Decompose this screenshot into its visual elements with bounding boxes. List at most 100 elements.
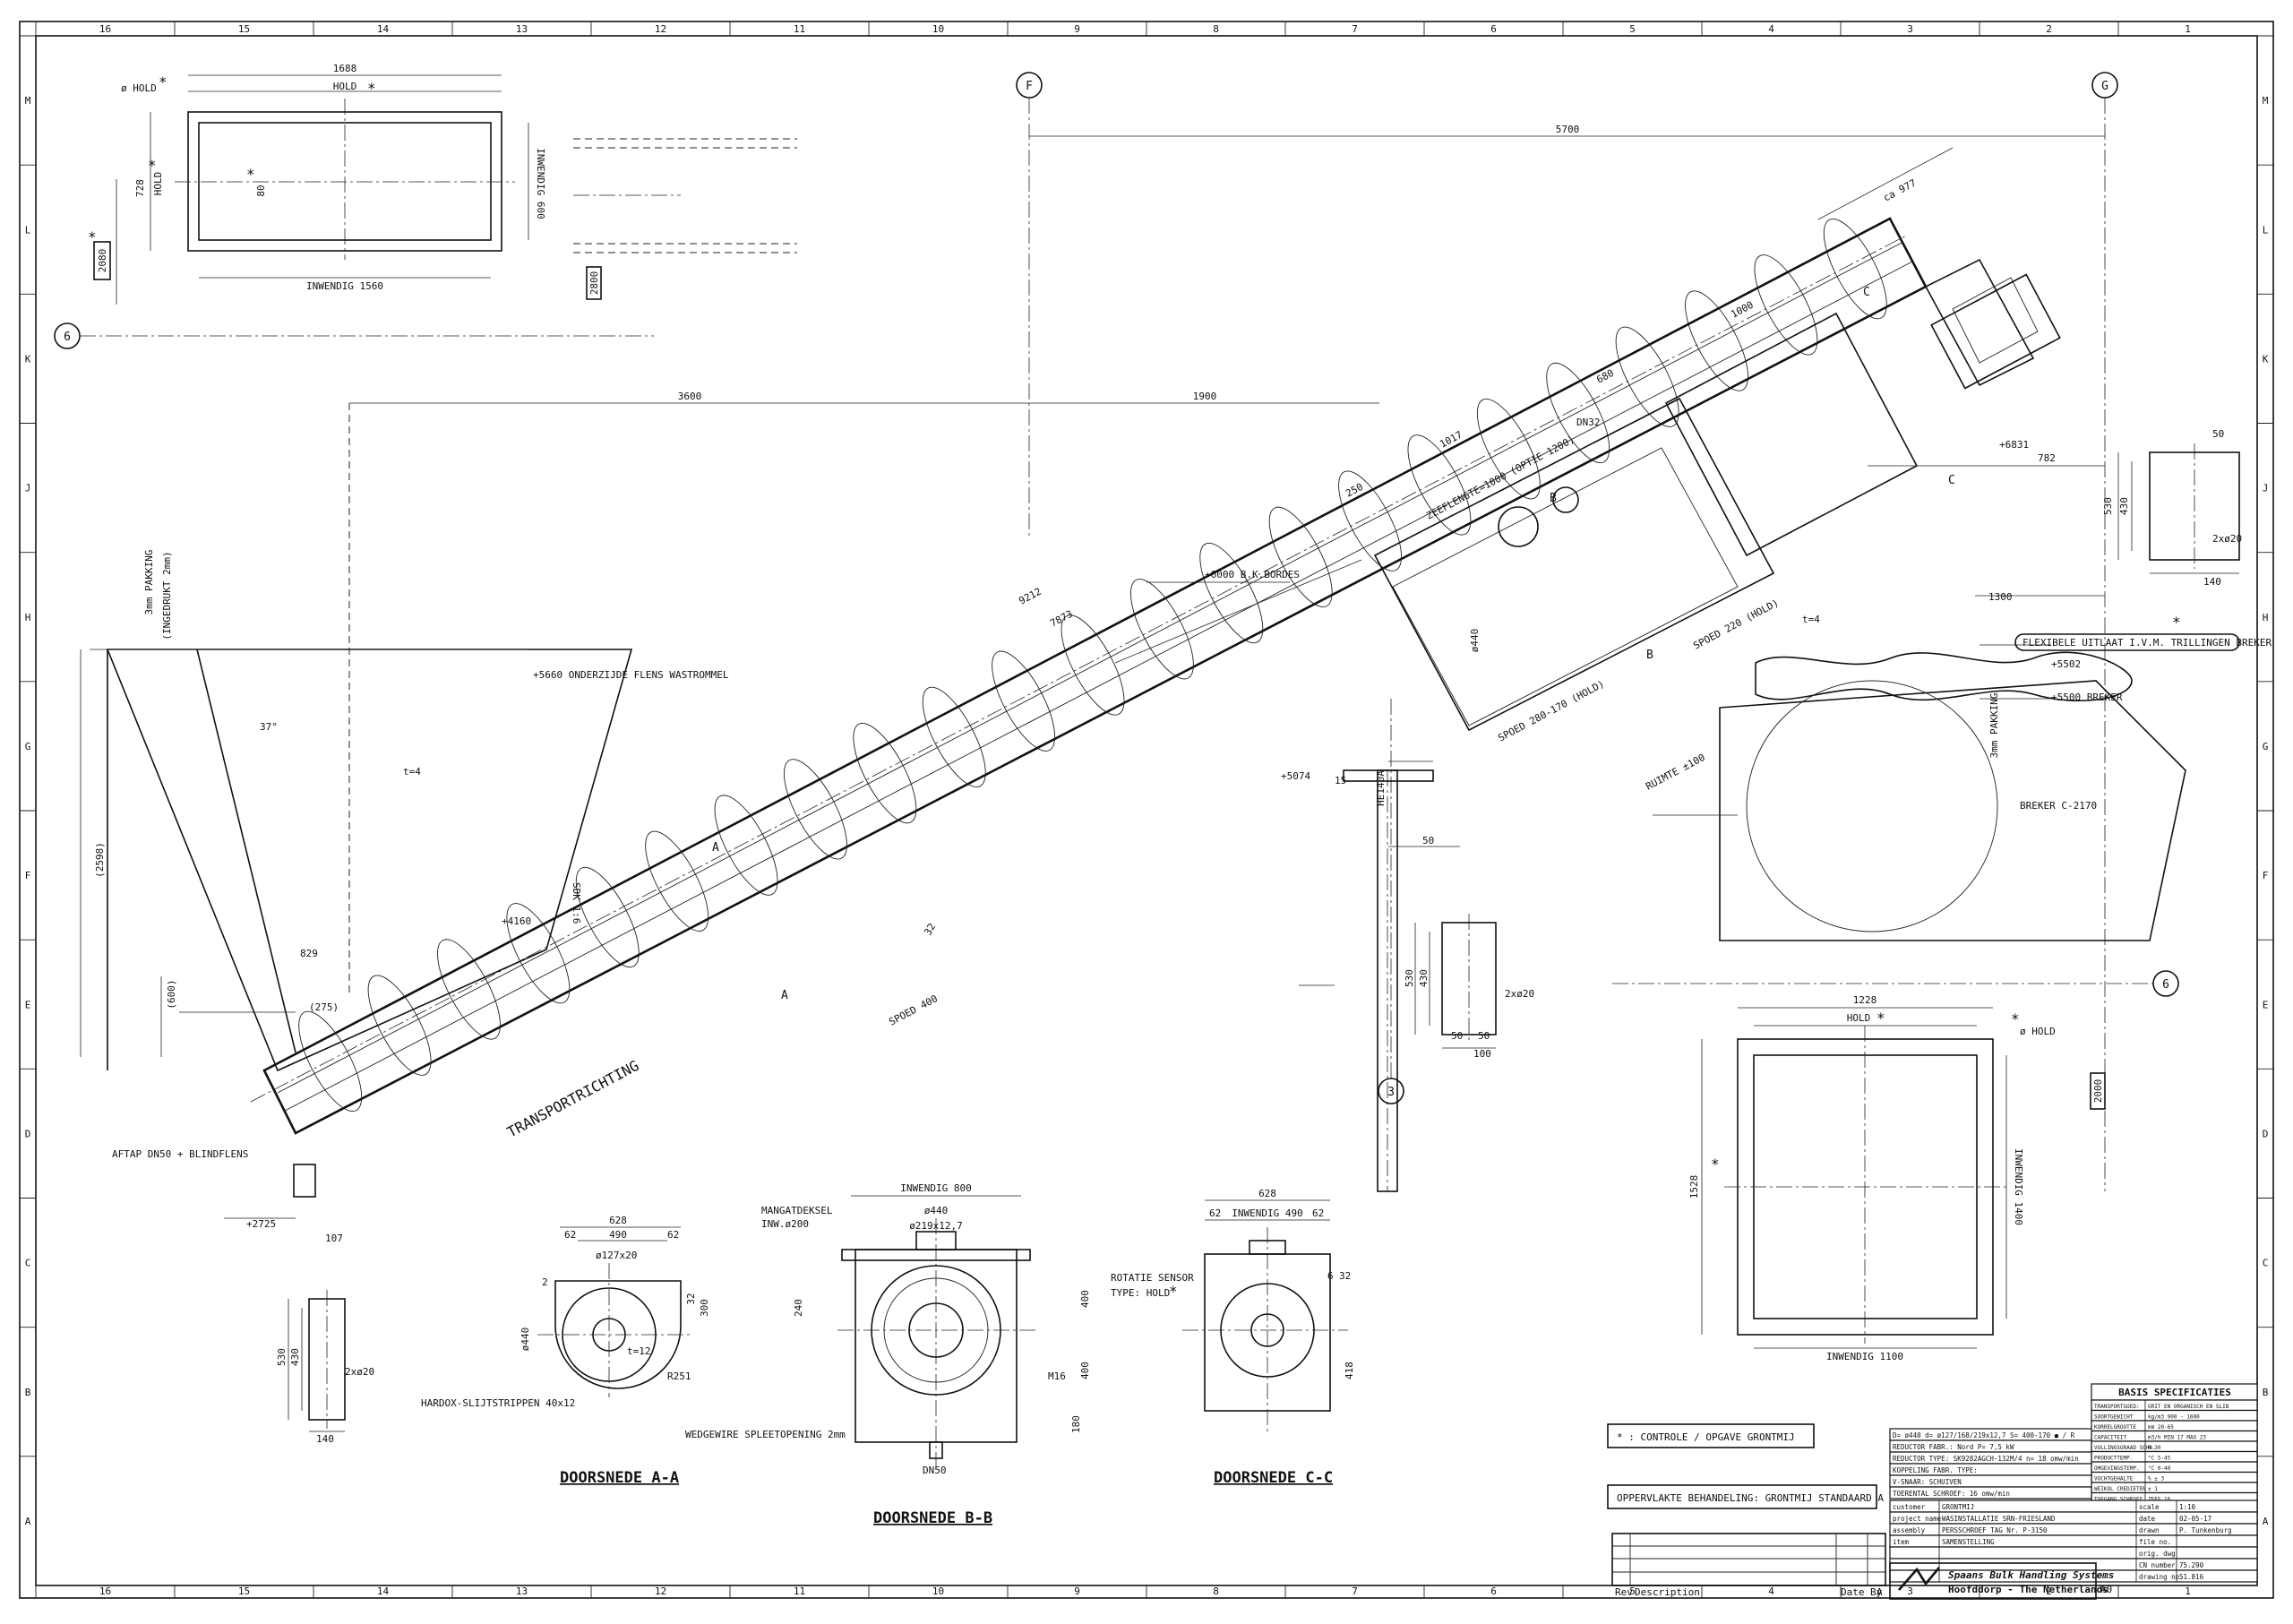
flexibele-label: FLEXIBELE UITLAAT I.V.M. TRILLINGEN BREK… (2022, 637, 2272, 649)
section-mark-c-bottom: C (1948, 474, 1955, 487)
outlet-dim-2000: 2000 (2092, 1079, 2104, 1104)
dim-1300: 1300 (1988, 591, 2013, 603)
grid-marker-6-right-label: 6 (2162, 978, 2169, 992)
screw-flight (1268, 506, 1333, 608)
cc-d628: 628 (1258, 1188, 1276, 1199)
inwendig-1560: INWENDIG 1560 (306, 280, 383, 292)
spoed-220: SPOED 220 (HOLD) (1691, 597, 1781, 651)
screw-conveyor-main (80, 135, 2186, 1219)
spec-row-value: % ± 3 (2148, 1476, 2164, 1482)
drive-spec-text: REDUCTOR TYPE: SK9282AGCH-132M/4 n= 18 o… (1893, 1455, 2079, 1463)
dim-15: 15 (1335, 775, 1346, 786)
level-2725: +2725 (246, 1218, 276, 1230)
bb-d440: ø440 (924, 1205, 949, 1216)
dn32-label: DN32 (1576, 417, 1601, 428)
pakking-3mm: 3mm PAKKING (143, 550, 155, 615)
company-location: Hoofddorp - The Netherlands (1948, 1584, 2108, 1595)
border-left-letter: G (25, 741, 31, 752)
company-name: Spaans Bulk Handling Systems (1948, 1569, 2114, 1581)
cc-inwendig-490: INWENDIG 490 (1232, 1207, 1302, 1219)
hold-vertical: HOLD (152, 172, 164, 196)
dim-275: (275) (309, 1001, 339, 1013)
aa-d62a: 62 (564, 1229, 576, 1241)
screw-flight (1615, 326, 1679, 427)
screw-flight (437, 939, 501, 1040)
dim-782: 782 (2038, 452, 2056, 464)
bb-wedgewire: WEDGEWIRE SPLEETOPENING 2mm (685, 1429, 846, 1440)
spec-row-value: mm 20-65 (2148, 1424, 2174, 1431)
outlet-dim-1228: 1228 (1853, 994, 1877, 1006)
level-6000: +6000 B.K.BORDES (1205, 569, 1300, 580)
drain-dn50 (293, 1164, 316, 1198)
info-key-right: drawn (2139, 1526, 2160, 1534)
sdk-label: SDK 1:6 (571, 882, 582, 924)
company-block (1889, 1562, 2097, 1600)
dim-32: 32 (922, 922, 938, 938)
info-key-right: file no. (2139, 1538, 2171, 1546)
grid-marker-6-left: 6 (54, 322, 654, 349)
border-top-number: 9 (1074, 23, 1080, 35)
manhole (1498, 506, 1539, 547)
dim-440: ø440 (1469, 629, 1481, 653)
bb-inw-200: INW.ø200 (761, 1218, 809, 1230)
border-bottom-number: 1 (2185, 1585, 2191, 1597)
spec-row-label: SOORTGEWICHT (2094, 1414, 2134, 1421)
border-bottom-number: 5 (1629, 1585, 1636, 1597)
description-label: Description (1635, 1586, 1700, 1598)
notes: * : CONTROLE / OPGAVE GRONTMIJ OPPERVLAK… (1607, 1423, 1884, 1509)
inlet-flange-detail: 1688 HOLD * ø HOLD * INWENDIG 1560 INWEN… (88, 63, 797, 305)
breaker-c2170 (1719, 680, 2186, 941)
border-top-number: 5 (1629, 23, 1636, 35)
border-bottom-number: 10 (932, 1585, 944, 1597)
info-value: WASINSTALLATIE SRN-FRIESLAND (1942, 1515, 2056, 1523)
bb-d400a: 400 (1079, 1290, 1091, 1308)
border-top-number: 14 (377, 23, 390, 35)
breker-label: BREKER C-2170 (2020, 800, 2097, 812)
dim-1000: 1000 (1729, 299, 1756, 321)
cc-star: * (1169, 1283, 1178, 1300)
star-flex: * (2172, 614, 2181, 631)
section-mark-b-top: B (1550, 492, 1557, 505)
dim-680: 680 (1594, 367, 1616, 386)
level-4160: +4160 (502, 915, 531, 927)
info-value: SAMENSTELLING (1942, 1538, 1995, 1546)
screw-flight (1546, 362, 1610, 464)
screw-flight (992, 650, 1056, 752)
spec-row-label: VULLINGSGRAAD SCHR. (2094, 1445, 2156, 1451)
cc-type: TYPE: HOLD (1111, 1287, 1170, 1299)
cc-d418: 418 (1344, 1362, 1355, 1379)
dim-1017: 1017 (1438, 429, 1464, 451)
info-value: PERSSCHROEF TAG Nr. P-3150 (1942, 1526, 2048, 1534)
border-right-letter: M (2263, 95, 2269, 107)
outlet-hold: HOLD (1847, 1012, 1871, 1024)
outlet-flange-detail: 1228 HOLD * ø HOLD * 1528 * INWENDIG 140… (1688, 994, 2106, 1362)
plate2-d100: 100 (1473, 1048, 1491, 1060)
border-top-number: 12 (655, 23, 666, 35)
note-controle: * : CONTROLE / OPGAVE GRONTMIJ (1617, 1431, 1795, 1443)
spec-row-label: PRODUCTTEMP. (2094, 1456, 2133, 1462)
border-top-number: 2 (2046, 23, 2052, 35)
hold-label: HOLD (333, 81, 357, 92)
section-cc-title: DOORSNEDE C-C (1214, 1469, 1333, 1487)
spec-row-value: GRIT EN ORGANISCH EN SLIB (2148, 1404, 2229, 1410)
note-oppervlakte: OPPERVLAKTE BEHANDELING: GRONTMIJ STANDA… (1617, 1492, 1884, 1504)
level-5502: +5502 (2051, 658, 2081, 670)
section-bb-title: DOORSNEDE B-B (873, 1509, 992, 1527)
info-row (1889, 1546, 2258, 1560)
border-bottom-number: 9 (1074, 1585, 1080, 1597)
border-top-number: 11 (794, 23, 805, 35)
grid-marker-f-label: F (1026, 80, 1033, 93)
border-left-letter: F (25, 870, 31, 881)
outlet-star-2: * (2011, 1010, 2020, 1027)
border-right-letter: B (2263, 1387, 2269, 1398)
border-bottom-number: 14 (377, 1585, 390, 1597)
aa-d62b: 62 (667, 1229, 679, 1241)
level-5660: +5660 ONDERZIJDE FLENS WASTROMMEL (533, 669, 729, 681)
border-right-letter: A (2263, 1516, 2269, 1527)
bb-inwendig-800: INWENDIG 800 (900, 1182, 971, 1194)
dim-1900: 1900 (1193, 391, 1217, 402)
grid-marker-f: F (1016, 72, 1043, 537)
drive-spec-text: TOERENTAL SCHROEF: 16 omw/min (1893, 1490, 2010, 1498)
spec-row-label: VOCHTGEHALTE (2094, 1476, 2134, 1482)
base-plate-bottom-left: 530 430 140 2xø20 (276, 1290, 374, 1445)
